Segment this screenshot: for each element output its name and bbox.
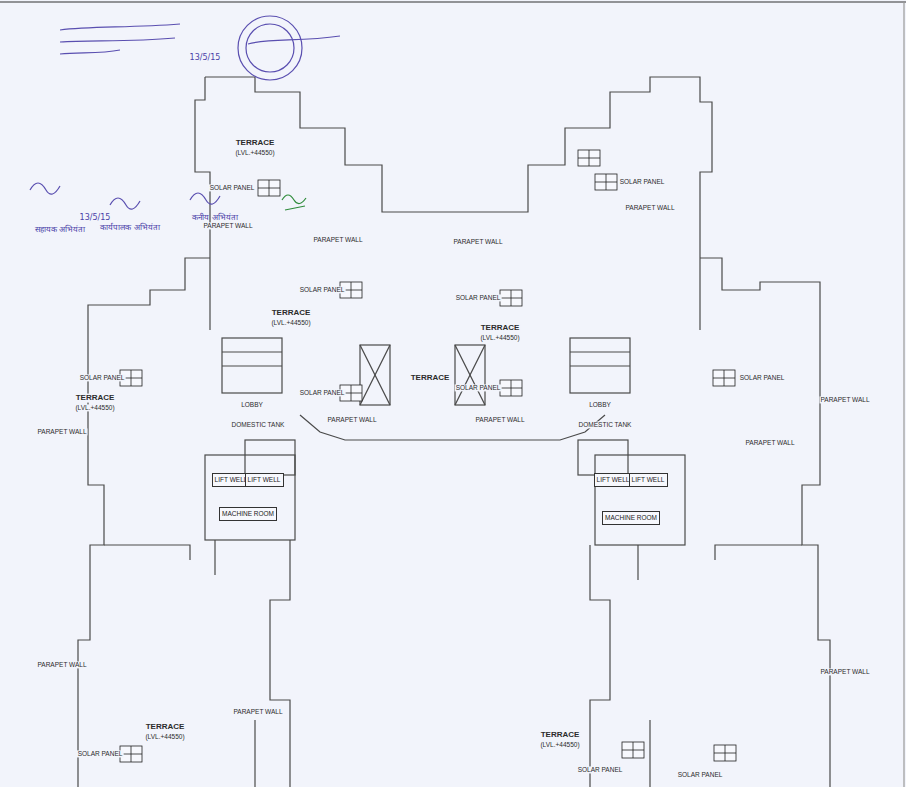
stamp-note: कार्यपालक अभियंता — [99, 224, 161, 233]
room-name: LIFT WELL — [630, 476, 667, 483]
area-label: TERRACE — [410, 374, 451, 383]
plan-label: SOLAR PANEL — [455, 384, 502, 391]
plan-label: PARAPET WALL — [202, 222, 253, 229]
area-label: TERRACE — [235, 139, 276, 148]
plan-label: PARAPET WALL — [624, 204, 675, 211]
plan-label: PARAPET WALL — [36, 661, 87, 668]
plan-label: SOLAR PANEL — [455, 294, 502, 301]
plan-label: DOMESTIC TANK — [231, 421, 286, 428]
plan-label: SOLAR PANEL — [299, 286, 346, 293]
plan-label: SOLAR PANEL — [209, 184, 256, 191]
plan-label: (LVL.+44550) — [479, 334, 520, 341]
plan-label: (LVL.+44550) — [144, 733, 185, 740]
plan-label: PARAPET WALL — [474, 416, 525, 423]
stamp-note: 13/5/15 — [189, 54, 222, 63]
room-box: LIFT WELL — [245, 473, 284, 487]
plan-label: PARAPET WALL — [744, 439, 795, 446]
plan-label: (LVL.+44550) — [234, 149, 275, 156]
area-label: TERRACE — [540, 731, 581, 740]
plan-label: PARAPET WALL — [36, 428, 87, 435]
plan-label: LOBBY — [588, 401, 612, 408]
room-name: LIFT WELL — [595, 476, 632, 483]
plan-label: LOBBY — [240, 401, 264, 408]
plan-label: SOLAR PANEL — [739, 374, 786, 381]
room-box: LIFT WELL — [629, 473, 668, 487]
plan-label: PARAPET WALL — [312, 236, 363, 243]
area-label: TERRACE — [145, 723, 186, 732]
stamp-note: 13/5/15 — [79, 214, 112, 223]
plan-label: (LVL.+44550) — [270, 319, 311, 326]
room-box: MACHINE ROOM — [219, 507, 277, 521]
room-box: MACHINE ROOM — [602, 511, 660, 525]
plan-label: PARAPET WALL — [326, 416, 377, 423]
area-label: TERRACE — [480, 324, 521, 333]
plan-label: (LVL.+44550) — [539, 741, 580, 748]
room-name: MACHINE ROOM — [603, 514, 659, 521]
plan-label: SOLAR PANEL — [677, 771, 724, 778]
area-label: TERRACE — [271, 309, 312, 318]
plan-label: SOLAR PANEL — [79, 374, 126, 381]
stamp-note: सहायक अभियंता — [34, 226, 87, 235]
stamp-note: कनीय अभियंता — [191, 214, 239, 223]
plan-label: PARAPET WALL — [819, 668, 870, 675]
plan-label: PARAPET WALL — [232, 708, 283, 715]
plan-label: PARAPET WALL — [452, 238, 503, 245]
plan-label: SOLAR PANEL — [299, 389, 346, 396]
room-name: MACHINE ROOM — [220, 510, 276, 517]
plan-label: SOLAR PANEL — [619, 178, 666, 185]
plan-label: DOMESTIC TANK — [578, 421, 633, 428]
area-label: TERRACE — [75, 394, 116, 403]
room-box: LIFT WELL — [594, 473, 633, 487]
plan-label: (LVL.+44550) — [74, 404, 115, 411]
plan-label: SOLAR PANEL — [577, 766, 624, 773]
plan-label: PARAPET WALL — [819, 396, 870, 403]
plan-label: SOLAR PANEL — [77, 750, 124, 757]
room-name: LIFT WELL — [246, 476, 283, 483]
